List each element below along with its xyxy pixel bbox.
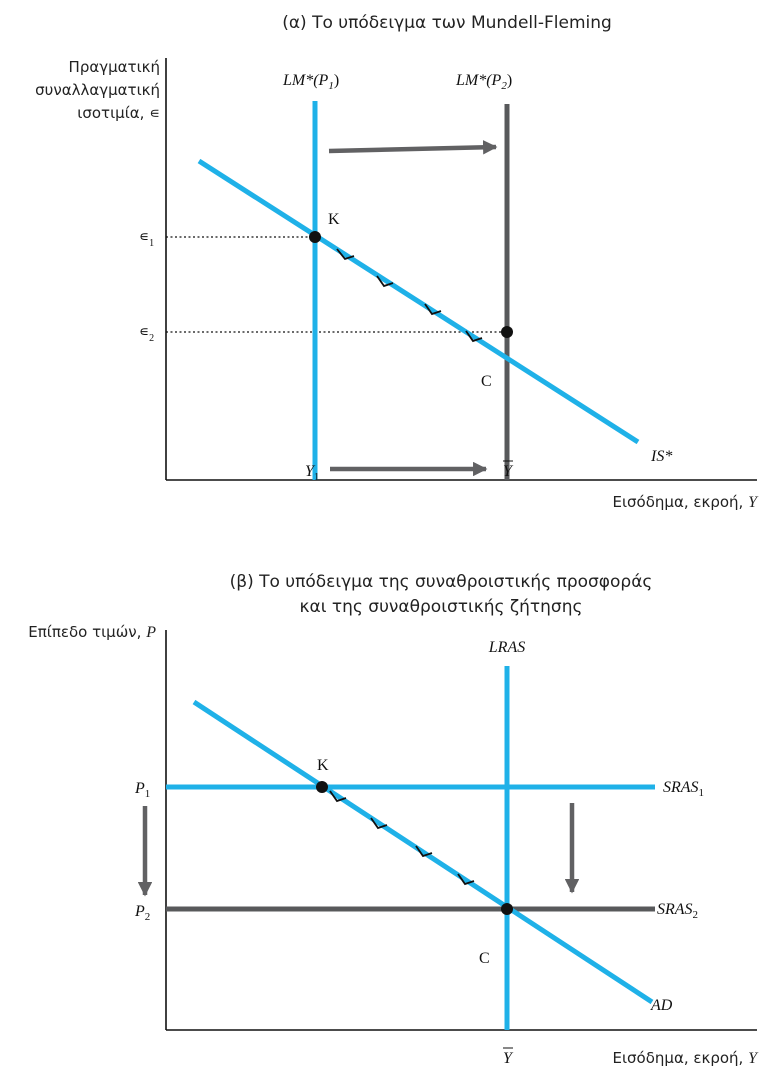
panel-a-point-k [309, 231, 321, 243]
panel-b-sras1-label: SRAS1 [663, 779, 704, 799]
panel-b-ybar-label: Y [503, 1050, 514, 1067]
panel-b-xlabel: Εισόδημα, εκροή, Y [613, 1049, 759, 1067]
panel-a-ybar-label: Y [503, 463, 514, 480]
panel-b-sras2-label: SRAS2 [657, 901, 698, 921]
panel-b-point-k-label: K [317, 757, 329, 774]
panel-b-chevron-1 [329, 790, 347, 803]
panel-a-ylabel-symbol: ∊ [149, 106, 160, 122]
panel-b-p1-label: P1 [134, 780, 150, 800]
panel-a-chevron-2 [376, 275, 394, 288]
panel-b-point-c [501, 903, 513, 915]
panel-b: (β) Το υπόδειγμα της συναθροιστικής προσ… [28, 572, 759, 1067]
panel-b-p2-label: P2 [134, 903, 150, 923]
panel-a-lm-shift-arrow [328, 140, 498, 155]
panel-a-point-c-label: C [481, 373, 492, 390]
panel-b-chevron-2 [370, 817, 388, 830]
panel-a-ylabel-line2: συναλλαγματική [35, 81, 160, 99]
panel-a-y1-label: Y1 [305, 463, 319, 483]
panel-b-ad-curve [192, 699, 654, 1005]
panel-a-chevron-1 [336, 248, 355, 261]
panel-a-chevron-3 [424, 303, 442, 316]
panel-b-title-line2: και της συναθροιστικής ζήτησης [300, 597, 583, 617]
panel-b-chevron-3 [415, 845, 433, 858]
panel-a-ylabel-text: ισοτιμία, [77, 104, 149, 122]
panel-a-lm2-label: LM*(P2) [455, 72, 512, 92]
panel-a-is-curve [197, 158, 640, 445]
panel-a-chevron-4 [465, 330, 483, 343]
panel-a-lm1-label: LM*(P1) [282, 72, 339, 92]
panel-a-ylabel-line3: ισοτιμία, ∊ [77, 104, 160, 122]
panel-b-lras-label: LRAS [488, 639, 525, 656]
panel-a: (α) Το υπόδειγμα των Mundell-Fleming Πρα… [35, 13, 759, 511]
panel-a-title: (α) Το υπόδειγμα των Mundell-Fleming [282, 13, 612, 33]
panel-b-point-c-label: C [479, 950, 490, 967]
panel-b-title-line1: (β) Το υπόδειγμα της συναθροιστικής προσ… [230, 572, 653, 592]
panel-a-e1-label: ∊1 [139, 230, 154, 249]
panel-b-point-k [316, 781, 328, 793]
panel-a-point-c [501, 326, 513, 338]
panel-a-e2-label: ∊2 [139, 325, 154, 344]
panel-a-ylabel-line1: Πραγματική [69, 58, 160, 76]
panel-b-chevron-4 [457, 873, 475, 886]
panel-b-ylabel: Επίπεδο τιμών, P [28, 623, 156, 641]
panel-b-ad-label: AD [650, 997, 673, 1014]
panel-a-point-k-label: K [328, 211, 340, 228]
panel-a-xlabel: Εισόδημα, εκροή, Y [613, 493, 759, 511]
panel-a-is-label: IS* [650, 448, 672, 465]
